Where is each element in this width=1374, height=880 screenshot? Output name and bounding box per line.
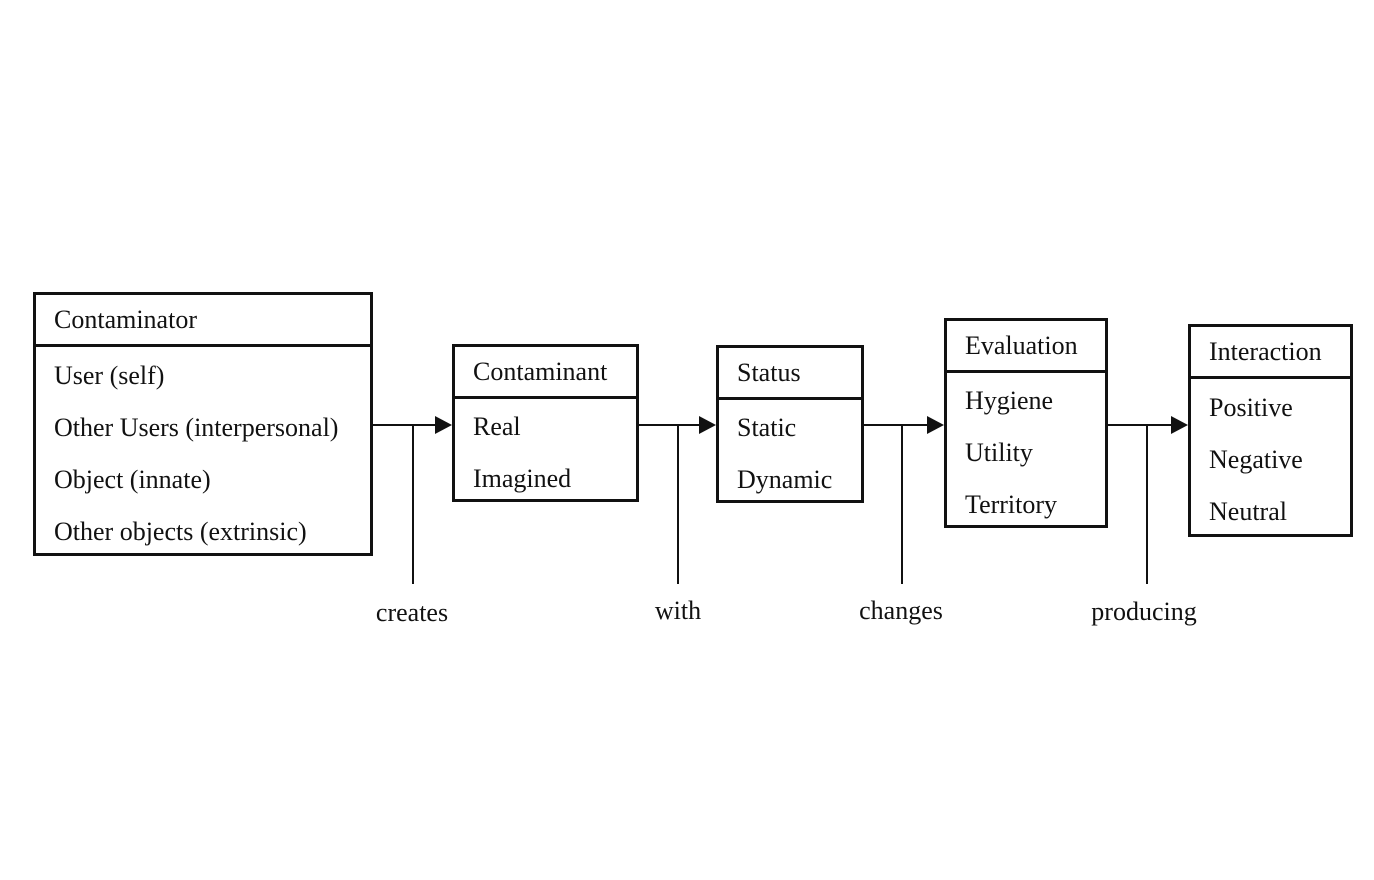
arrowhead-right-icon-with: [699, 416, 716, 434]
connector-line-producing: [1108, 424, 1173, 426]
connector-line-with: [639, 424, 702, 426]
connector-drop-line-changes: [901, 425, 903, 584]
box-evaluation-item-hygiene: Hygiene: [965, 386, 1054, 415]
box-status: Status Static Dynamic: [716, 345, 864, 503]
connector-drop-line-with: [677, 425, 679, 584]
box-contaminant: Contaminant Real Imagined: [452, 344, 639, 502]
box-interaction-title: Interaction: [1191, 327, 1350, 379]
connector-label-creates: creates: [375, 598, 449, 627]
box-contaminator-item-user-self: User (self): [54, 361, 165, 390]
connector-label-with: with: [654, 596, 702, 625]
box-interaction-item-neutral: Neutral: [1209, 497, 1287, 526]
box-evaluation-title: Evaluation: [947, 321, 1105, 373]
box-interaction-item-positive: Positive: [1209, 393, 1293, 422]
connector-drop-line-producing: [1146, 425, 1148, 584]
box-status-title: Status: [719, 348, 861, 400]
box-contaminator-title: Contaminator: [36, 295, 370, 347]
box-evaluation: Evaluation Hygiene Utility Territory: [944, 318, 1108, 528]
box-evaluation-item-utility: Utility: [965, 438, 1033, 467]
arrowhead-right-icon-creates: [435, 416, 452, 434]
arrowhead-right-icon-producing: [1171, 416, 1188, 434]
arrowhead-right-icon-changes: [927, 416, 944, 434]
box-evaluation-item-territory: Territory: [965, 490, 1058, 519]
box-interaction-item-negative: Negative: [1209, 445, 1303, 474]
connector-label-producing: producing: [1091, 597, 1197, 626]
connector-drop-line-creates: [412, 425, 414, 584]
connector-label-changes: changes: [859, 596, 943, 625]
box-contaminator-item-object-innate: Object (innate): [54, 465, 211, 494]
box-interaction: Interaction Positive Negative Neutral: [1188, 324, 1353, 537]
box-contaminator: Contaminator User (self) Other Users (in…: [33, 292, 373, 556]
connector-line-changes: [864, 424, 929, 426]
connector-line-creates: [373, 424, 438, 426]
box-contaminator-item-other-objects: Other objects (extrinsic): [54, 517, 307, 546]
box-status-item-dynamic: Dynamic: [737, 465, 833, 494]
box-contaminant-item-imagined: Imagined: [473, 464, 572, 493]
box-contaminant-item-real: Real: [473, 412, 521, 441]
box-status-item-static: Static: [737, 413, 797, 442]
box-contaminator-item-other-users: Other Users (interpersonal): [54, 413, 339, 442]
box-contaminant-title: Contaminant: [455, 347, 636, 399]
